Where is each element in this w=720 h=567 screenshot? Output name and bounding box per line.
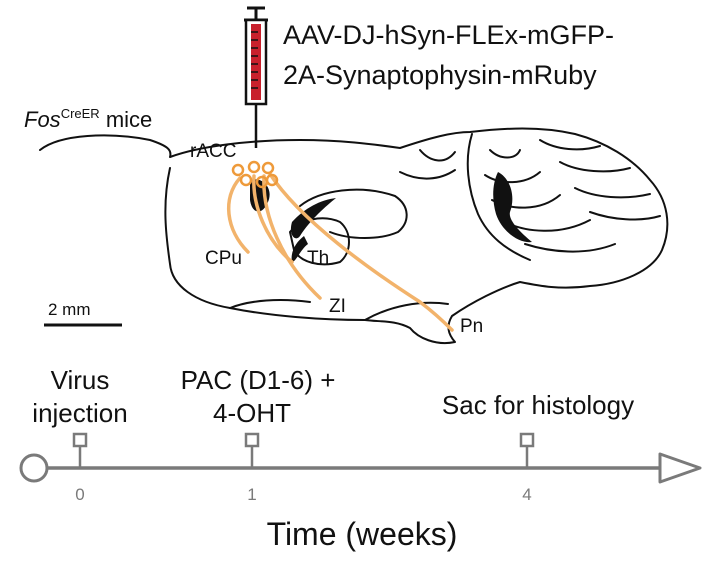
mouse-line-label: FosCreER mice [24,106,152,132]
region-label-cpu: CPu [205,248,242,269]
timeline-start-circle [19,453,49,483]
mouse-gene: Fos [24,107,61,132]
timeline: 0 1 4 Virus injection PAC (D1-6) + 4-OHT… [19,365,702,552]
region-label-th: Th [307,248,329,269]
projection-fibers [226,172,454,332]
brain-ventricles [250,172,532,262]
tick-label-4: 4 [522,485,531,504]
event-marker-week4 [519,432,535,448]
tick-label-0: 0 [75,485,84,504]
event-label-pac-line2: 4-OHT [213,398,291,428]
event-label-pac-line1: PAC (D1-6) + [181,365,336,395]
brain-sagittal-section [39,127,669,344]
event-marker-week1 [244,432,260,448]
mouse-allele: CreER [61,106,100,121]
projection-to-cpu [226,176,250,254]
virus-construct-line2: 2A-Synaptophysin-mRuby [283,60,597,90]
syringe-icon [244,6,268,148]
projection-to-zi [262,174,322,300]
region-label-racc: rACC [190,141,236,162]
projection-to-pn [268,172,454,332]
region-label-zi: ZI [329,296,346,317]
brain-outline [39,127,669,344]
event-label-virus-line1: Virus [51,365,110,395]
event-marker-week0 [72,432,88,448]
region-label-pn: Pn [460,316,483,337]
timeline-axis-label: Time (weeks) [267,516,458,552]
timeline-arrowhead [658,452,702,484]
scale-bar-label: 2 mm [48,300,91,319]
mouse-suffix: mice [100,107,153,132]
tick-label-1: 1 [247,485,256,504]
event-label-sac: Sac for histology [442,390,634,420]
virus-construct-line1: AAV-DJ-hSyn-FLEx-mGFP- [283,20,614,50]
syringe-fluid [251,24,261,100]
injection-site-markers [231,160,279,189]
event-label-virus-line2: injection [32,398,127,428]
